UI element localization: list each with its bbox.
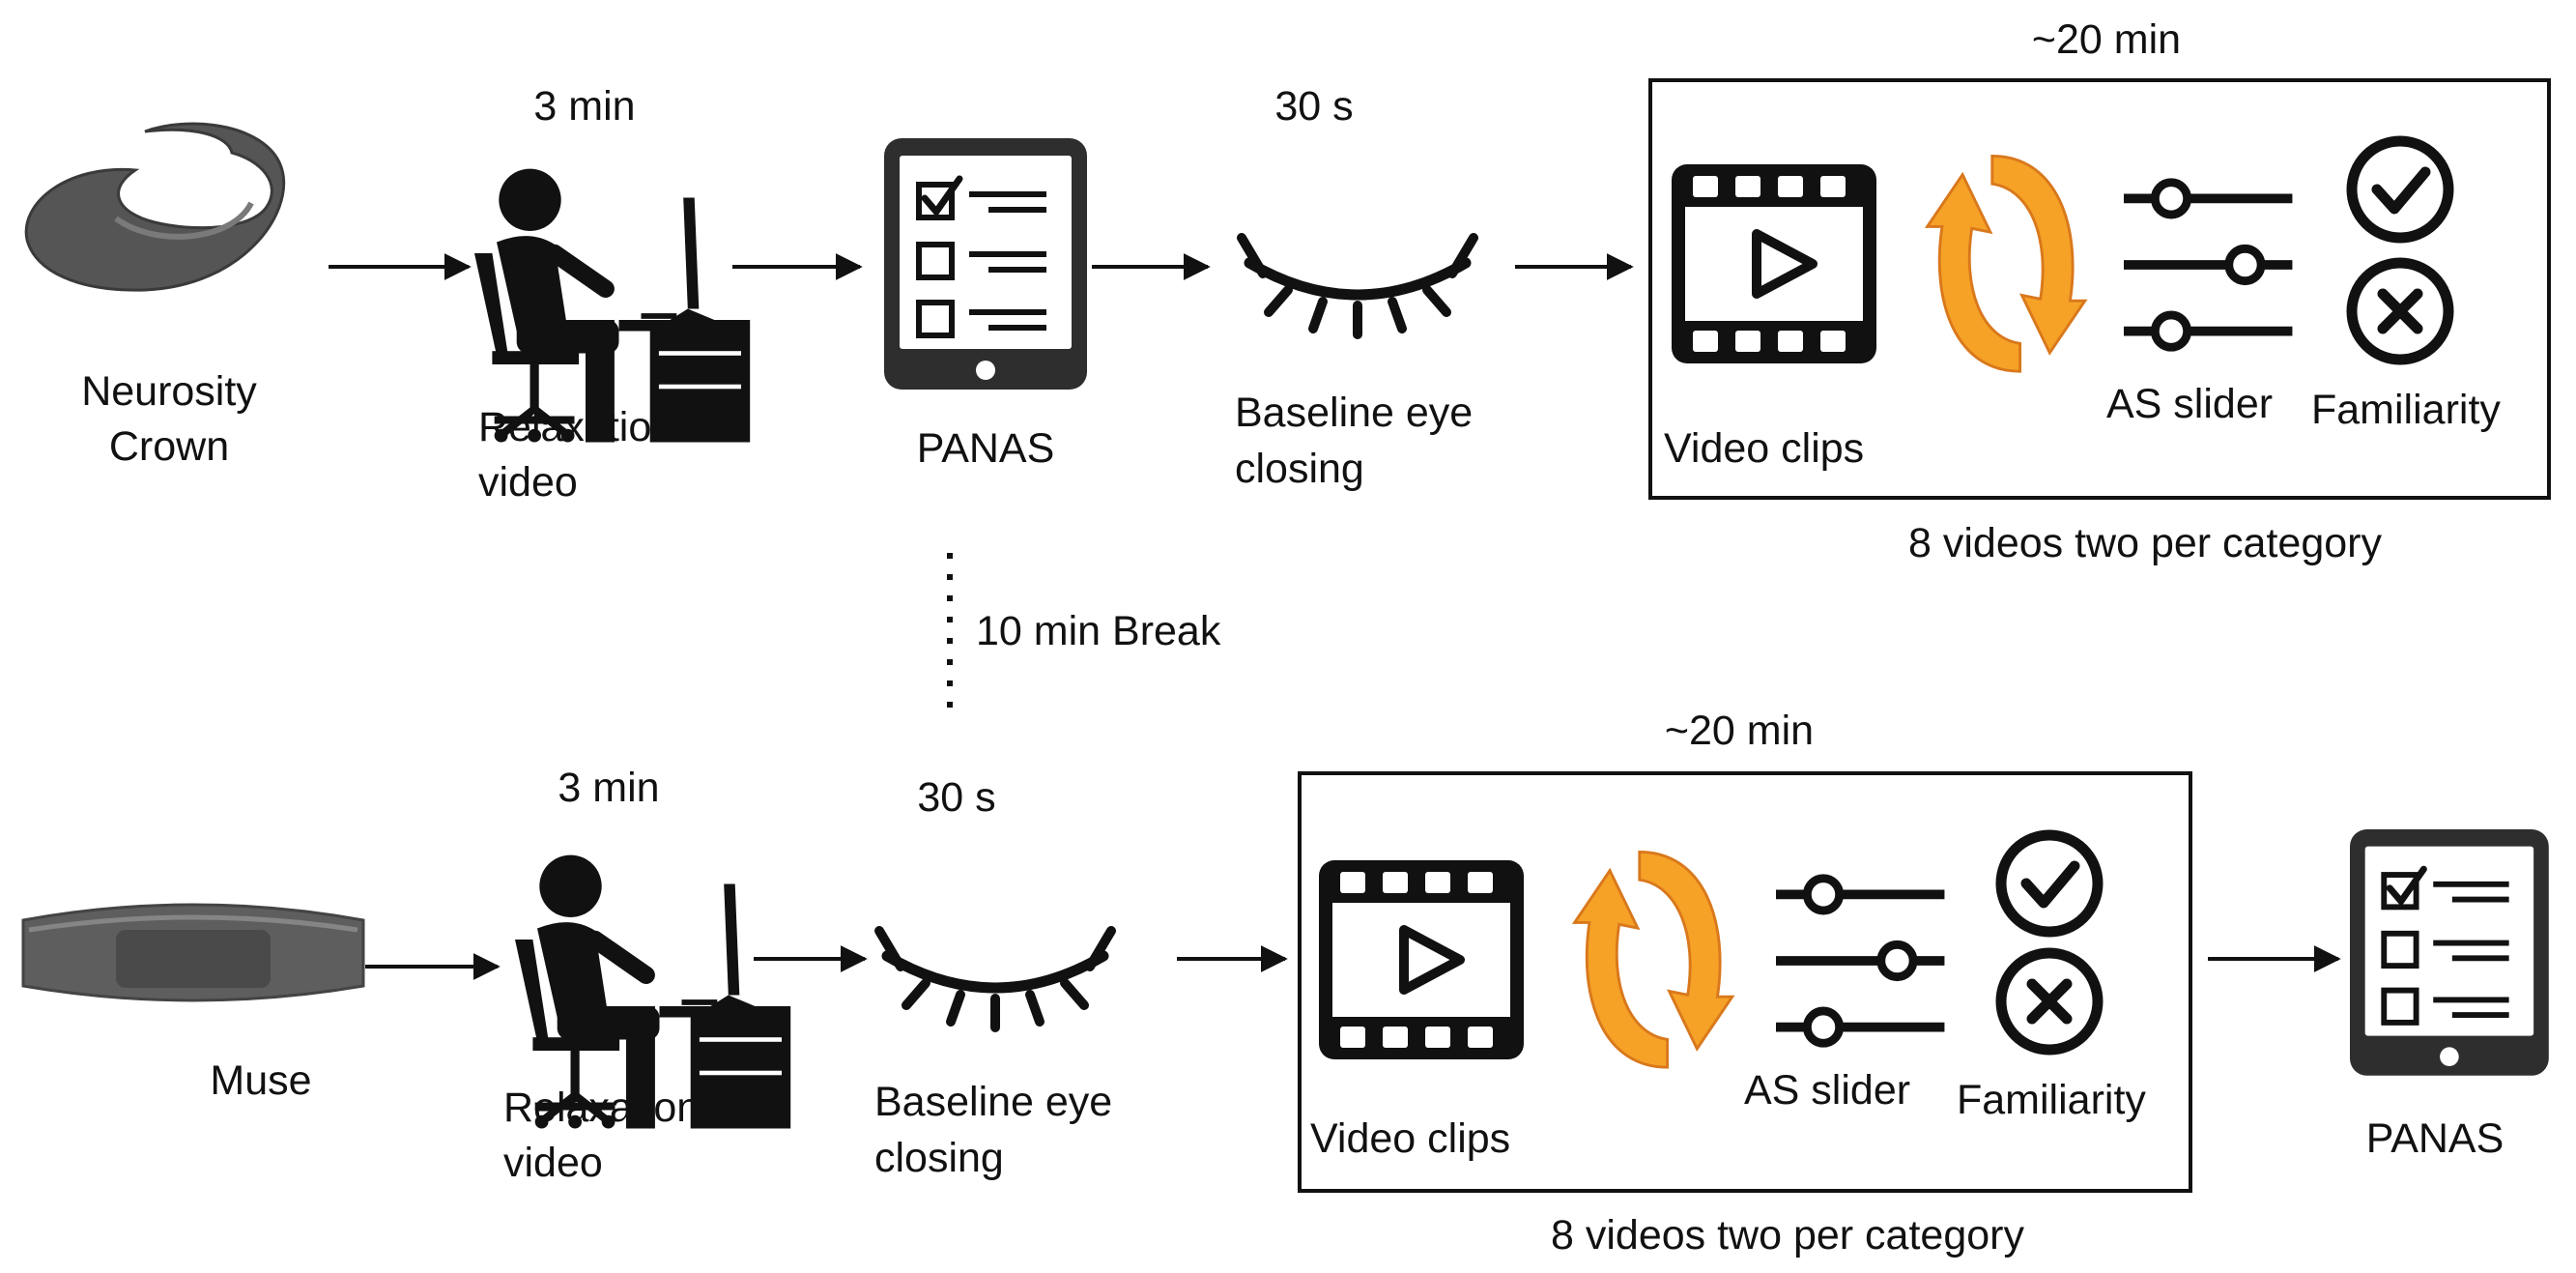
slider-icon (2124, 183, 2292, 348)
device-label-line1: Neurosity (81, 368, 257, 415)
cycle-arrows-icon (1926, 155, 2087, 373)
panas-label: PANAS (2365, 1115, 2504, 1162)
baseline-duration: 30 s (1274, 83, 1354, 130)
check-circle-icon (2352, 141, 2448, 238)
video-block-frame (1298, 771, 2192, 1193)
closed-eye-icon (1242, 238, 1474, 334)
relaxation-duration: 3 min (533, 83, 636, 130)
relaxation-label-line1: Relaxation (503, 1085, 701, 1131)
device-label-line2: Crown (108, 423, 230, 470)
relaxation-label-line1: Relaxation (478, 404, 675, 450)
block-caption: 8 videos two per category (1551, 1212, 2024, 1259)
baseline-label-line1: Baseline eye (1235, 390, 1474, 436)
muse-headband-icon (21, 903, 365, 1002)
familiarity-label: Familiarity (2311, 387, 2501, 433)
break-label: 10 min Break (976, 608, 1221, 654)
as-slider-label: AS slider (2106, 381, 2274, 427)
x-circle-icon (2352, 263, 2448, 360)
video-clips-label: Video clips (1310, 1115, 1511, 1162)
relaxation-label-line2: video (478, 459, 578, 506)
slider-icon (1776, 879, 1944, 1044)
x-circle-icon (2001, 953, 2098, 1050)
baseline-label-line1: Baseline eye (874, 1079, 1113, 1125)
block-duration: ~20 min (1664, 708, 1815, 754)
as-slider-label: AS slider (1744, 1067, 1911, 1114)
video-clip-icon (1319, 860, 1524, 1059)
block-duration: ~20 min (2031, 16, 2182, 63)
baseline-label-line2: closing (874, 1135, 1004, 1181)
tablet-checklist-icon (2350, 829, 2549, 1076)
relaxation-duration: 3 min (558, 765, 660, 811)
cycle-arrows-icon (1573, 851, 1734, 1069)
video-block-frame (1648, 78, 2551, 500)
neurosity-crown-icon (24, 122, 285, 292)
device-label: Muse (210, 1057, 312, 1104)
baseline-label-line2: closing (1235, 446, 1364, 492)
panas-label: PANAS (916, 425, 1055, 472)
baseline-duration: 30 s (917, 774, 996, 821)
video-clips-label: Video clips (1664, 425, 1865, 472)
relaxation-label-line2: video (503, 1140, 603, 1186)
tablet-checklist-icon (884, 138, 1087, 390)
check-circle-icon (2001, 835, 2098, 932)
block-caption: 8 videos two per category (1908, 520, 2382, 566)
closed-eye-icon (879, 931, 1111, 1027)
video-clip-icon (1672, 164, 1876, 363)
familiarity-label: Familiarity (1957, 1077, 2146, 1123)
